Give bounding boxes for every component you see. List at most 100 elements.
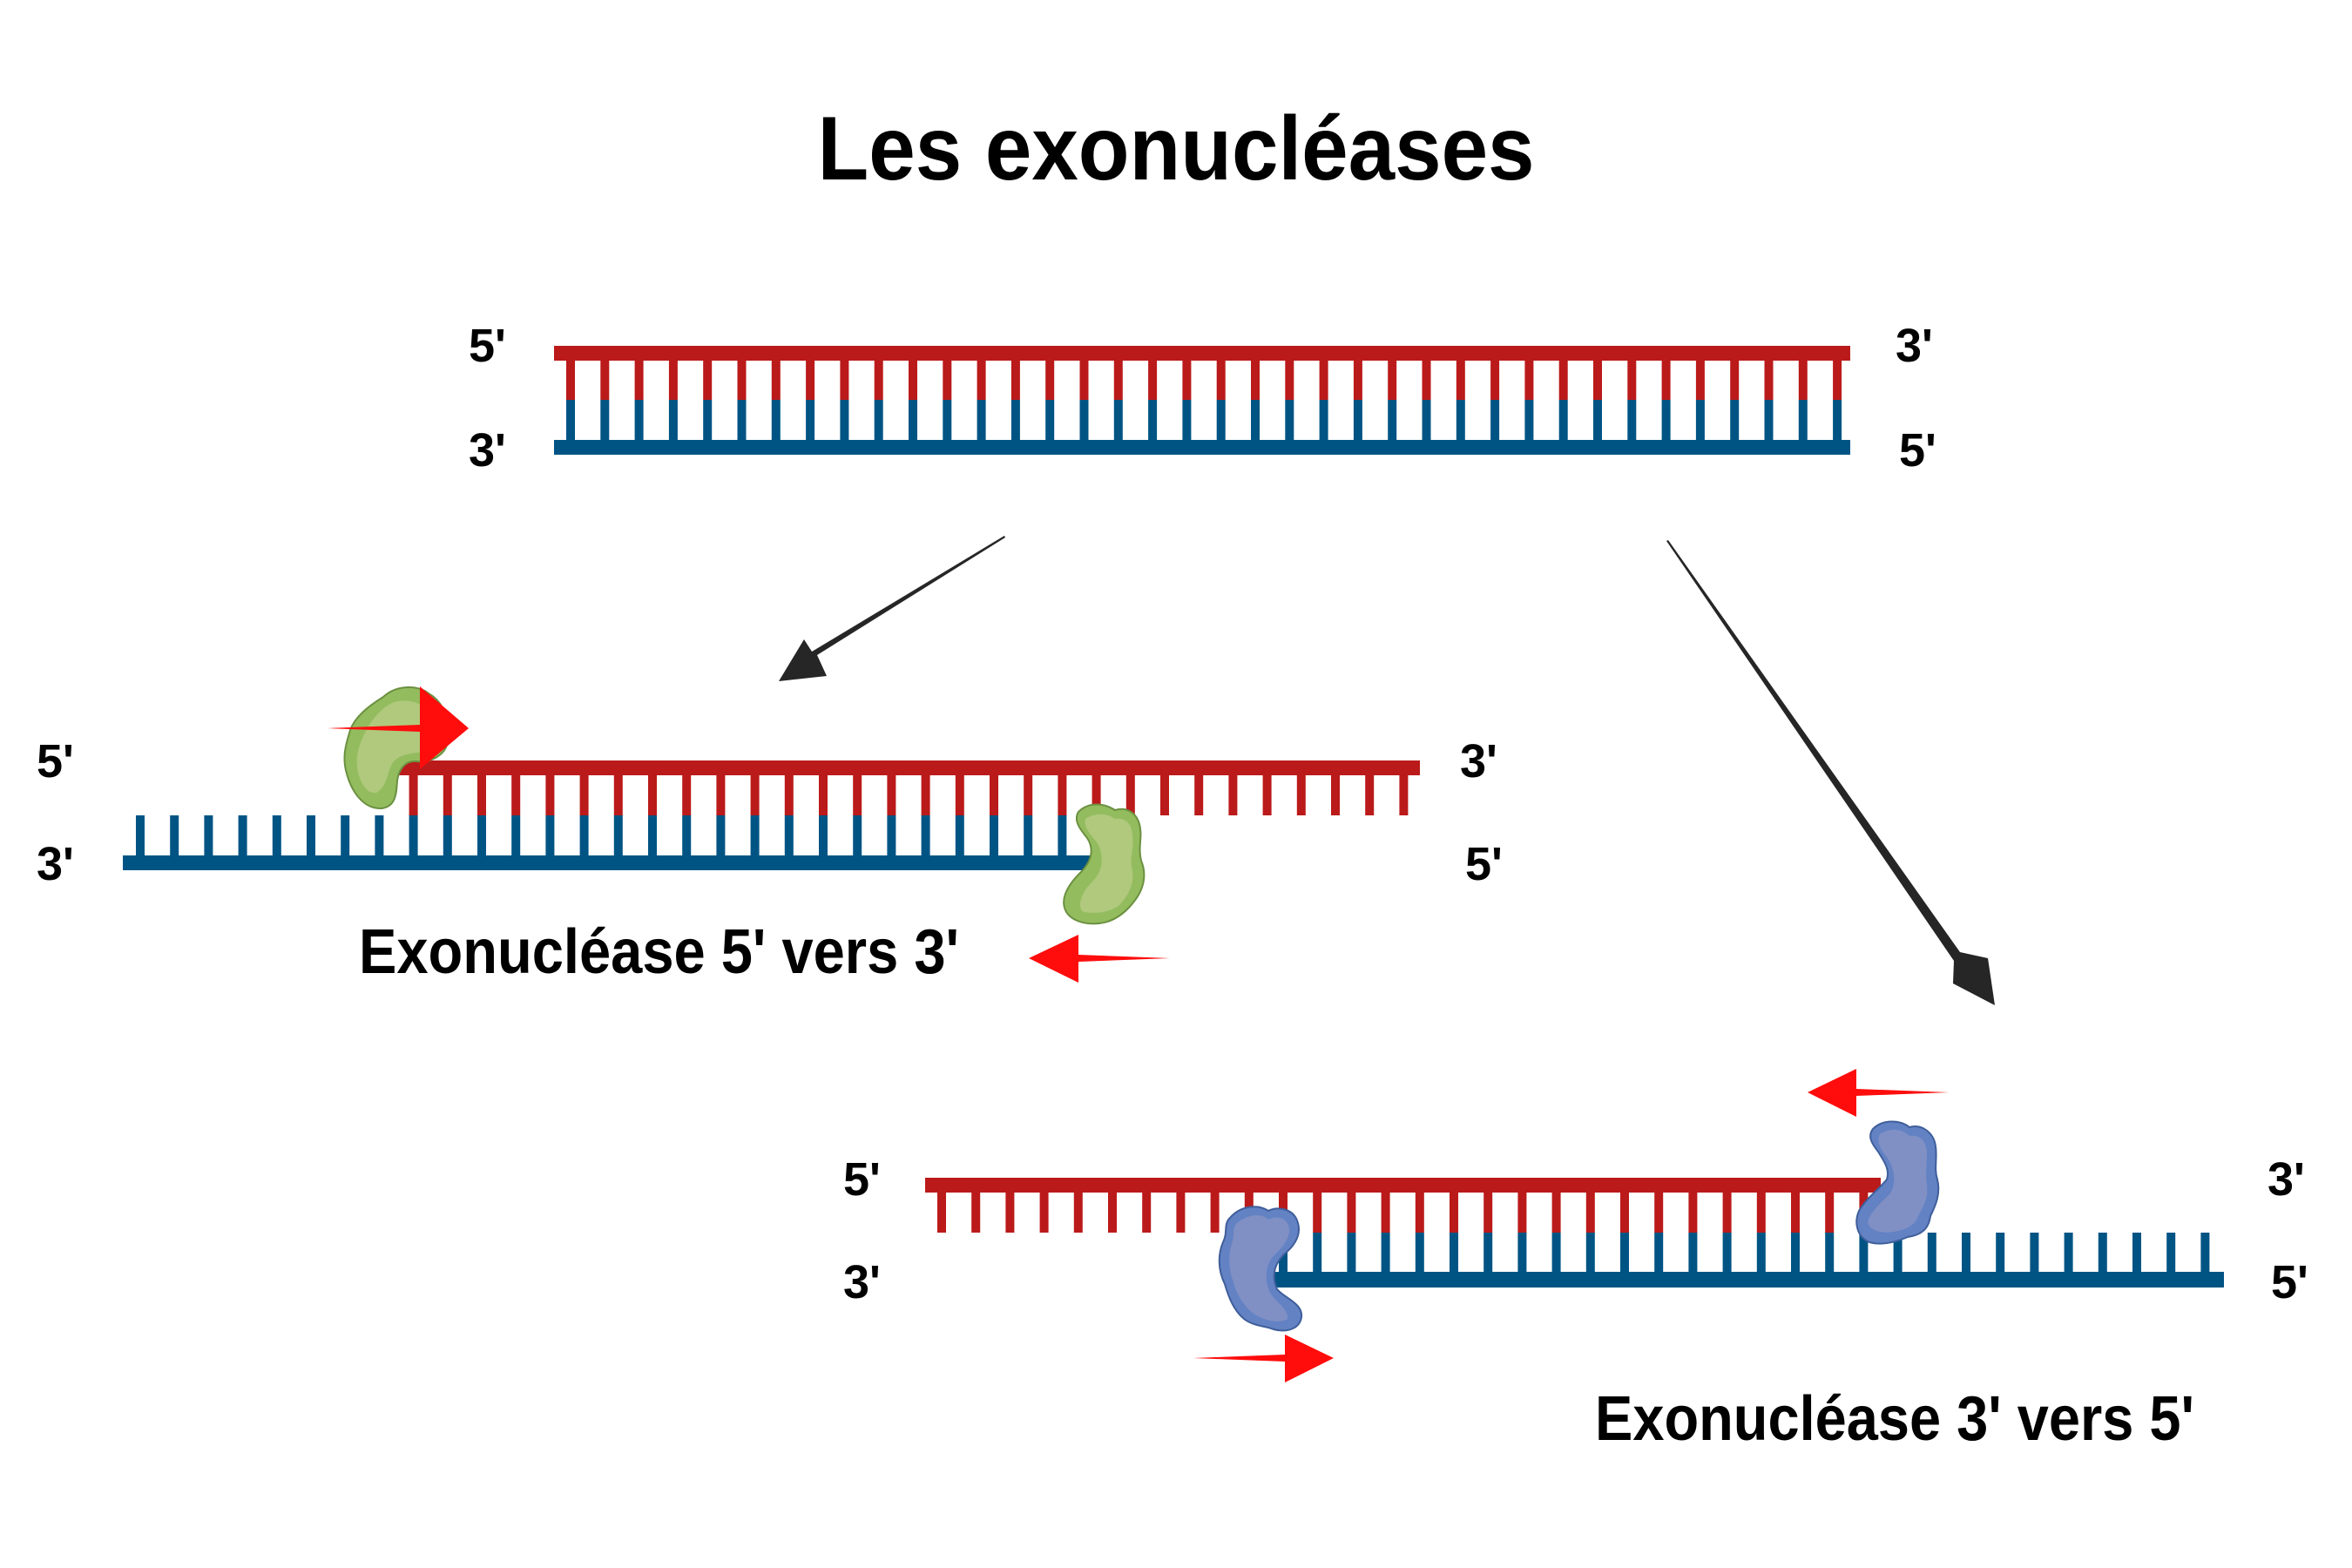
top-strand-base [1142, 1193, 1152, 1233]
bottom-strand-base [634, 400, 644, 440]
top-strand-base [1688, 1193, 1698, 1233]
bottom-strand-base [853, 815, 862, 855]
top-strand-base [1730, 361, 1740, 400]
bottom-strand-base [668, 400, 678, 440]
bottom-strand-base [1313, 1233, 1322, 1272]
bottom-strand-base [579, 815, 589, 855]
bottom-strand-base [2064, 1233, 2073, 1272]
top-strand-base [443, 775, 452, 815]
bottom-strand-base [1585, 1233, 1595, 1272]
bottom-strand-base [1079, 400, 1089, 440]
bottom-strand-base [1661, 400, 1671, 440]
bottom-strand-base [170, 815, 179, 855]
bottom-strand-base [1182, 400, 1192, 440]
bottom-strand-base [1517, 1233, 1527, 1272]
bottom-strand-base [1251, 400, 1260, 440]
top-strand-base [511, 775, 521, 815]
top-strand-base [1228, 775, 1238, 815]
exonuclease-3-to-5-panel: 5' 3' 3' 5' Exonucléase 3' vers 5' [843, 1069, 2308, 1454]
top-strand-base [1620, 1193, 1629, 1233]
top-strand-base [1756, 1193, 1766, 1233]
bottom-strand-base [921, 815, 930, 855]
top-strand-base [1654, 1193, 1664, 1233]
bottom-strand-base [307, 815, 315, 855]
top-strand-base [1194, 775, 1204, 815]
top-strand-base [1125, 775, 1135, 815]
bottom-strand-base [341, 815, 350, 855]
top-strand-base [1182, 361, 1192, 400]
bottom-strand-base [1791, 1233, 1800, 1272]
top-strand-base [1079, 361, 1089, 400]
bottom-strand-base [1927, 1233, 1936, 1272]
top-strand-base [1456, 361, 1465, 400]
top-strand-base [579, 775, 589, 815]
exo35-top-right-end-label: 3' [2268, 1153, 2305, 1206]
top-strand-base [937, 1193, 946, 1233]
top-strand-base [909, 361, 917, 400]
exonuclease-enzyme-icon [1063, 803, 1146, 925]
bottom-strand-base [1962, 1233, 1970, 1272]
top-strand-base [1365, 775, 1375, 815]
exo35-top-left-end-label: 5' [843, 1153, 881, 1206]
top-strand-base [545, 775, 555, 815]
exo53-top-left-end-label: 5' [37, 735, 74, 787]
intact-top-left-end-label: 5' [469, 320, 506, 372]
top-strand-base [840, 361, 849, 400]
intact-base-pairs [566, 361, 1842, 440]
top-strand-base [1388, 361, 1397, 400]
bottom-strand-base [2098, 1233, 2107, 1272]
bottom-strand-base [1216, 400, 1226, 440]
top-strand-base [1450, 1193, 1458, 1233]
top-strand-base [737, 361, 747, 400]
bottom-strand-base [1730, 400, 1740, 440]
top-strand-base [806, 361, 815, 400]
top-strand-base [634, 361, 644, 400]
bottom-strand-base [1558, 400, 1568, 440]
bottom-strand-base [1058, 815, 1067, 855]
top-strand-base [1045, 361, 1055, 400]
exo35-caption: Exonucléase 3' vers 5' [1595, 1384, 2194, 1454]
top-strand-base [1010, 361, 1020, 400]
flow-arrow-left [779, 536, 1005, 681]
bottom-strand-base [943, 400, 952, 440]
top-strand-base [648, 775, 657, 815]
top-strand-base [1108, 1193, 1117, 1233]
top-strand-base [703, 361, 713, 400]
top-strand-base [1422, 361, 1431, 400]
top-strand-base [1039, 1193, 1049, 1233]
top-strand-base [1210, 1193, 1220, 1233]
bottom-strand-base [375, 815, 384, 855]
bottom-strand-base [1490, 400, 1500, 440]
bottom-strand-base [409, 815, 418, 855]
bottom-strand-base [1654, 1233, 1664, 1272]
top-strand-base [887, 775, 896, 815]
top-strand-base [1627, 361, 1637, 400]
top-strand-base [1285, 361, 1294, 400]
exonuclease-5-to-3-panel: 5' 3' 3' 5' Exonucléase 5' vers 3' [37, 686, 1503, 987]
top-strand-base [874, 361, 883, 400]
top-strand-base [1558, 361, 1568, 400]
exo53-bottom-left-end-label: 3' [37, 838, 74, 890]
bottom-strand-base [887, 815, 896, 855]
top-strand-base [1551, 1193, 1561, 1233]
top-strand-base [1216, 361, 1226, 400]
bottom-strand-base [1484, 1233, 1493, 1272]
bottom-strand-base [1024, 815, 1033, 855]
top-strand-base [1313, 1193, 1322, 1233]
bottom-strand-base [1524, 400, 1534, 440]
top-strand-base [1160, 775, 1169, 815]
bottom-strand-base [1798, 400, 1808, 440]
top-strand-base [853, 775, 862, 815]
top-strand-base [1353, 361, 1362, 400]
top-strand-base [1058, 775, 1067, 815]
exo53-top-right-end-label: 3' [1460, 735, 1497, 787]
top-strand-base [613, 775, 623, 815]
top-strand-base [771, 361, 781, 400]
top-strand-base [1148, 361, 1158, 400]
exo53-bottom-right-end-label: 5' [1465, 838, 1503, 890]
bottom-strand-base [784, 815, 794, 855]
bottom-strand-base [1833, 400, 1842, 440]
bottom-strand-base [840, 400, 849, 440]
bottom-strand-base [1593, 400, 1602, 440]
